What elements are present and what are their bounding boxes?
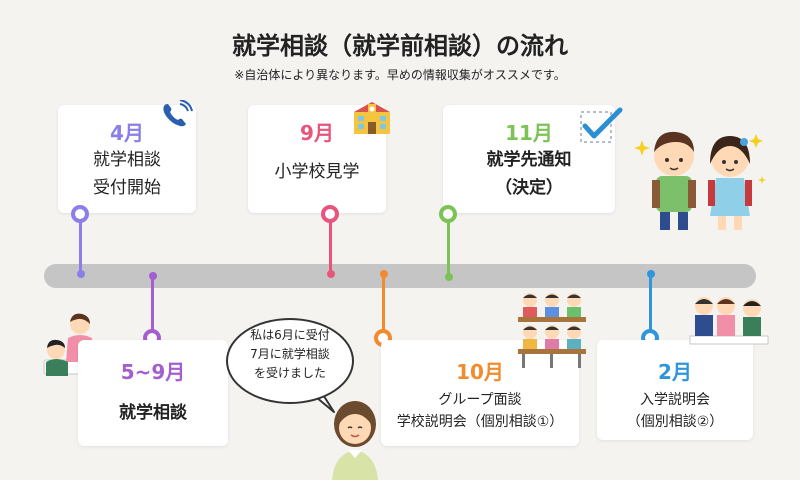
- children-icon: [634, 131, 766, 230]
- telephone-icon: [163, 100, 193, 127]
- card-month: 5~9月: [120, 360, 186, 384]
- checkmark-icon: [580, 107, 623, 143]
- timeline-dot: [445, 273, 453, 281]
- card-september: 9月 小学校見学: [248, 105, 386, 213]
- timeline-marker: [71, 205, 89, 223]
- timeline-marker: [321, 205, 339, 223]
- card-april: 4月 就学相談 受付開始: [58, 105, 196, 213]
- card-line: 就学相談: [119, 403, 187, 423]
- speech-line: 私は6月に受付: [250, 328, 330, 342]
- card-line: 学校説明会（個別相談①）: [396, 414, 564, 430]
- timeline-dot: [327, 270, 335, 278]
- parent-meeting-icon: [689, 297, 769, 345]
- timeline-bar: [44, 264, 756, 288]
- connector-line: [382, 274, 385, 332]
- page-note: ※自治体により異なります。早めの情報収集がオススメです。: [234, 68, 566, 82]
- timeline-dot: [77, 270, 85, 278]
- card-month: 9月: [300, 121, 334, 145]
- connector-line: [447, 215, 450, 277]
- card-line: 小学校見学: [274, 162, 360, 182]
- connector-line: [329, 215, 332, 272]
- card-october: 10月 グループ面談 学校説明会（個別相談①）: [381, 340, 579, 446]
- card-month: 11月: [505, 121, 553, 145]
- card-line: 受付開始: [93, 178, 161, 198]
- card-line: 入学説明会: [640, 392, 710, 408]
- card-may-september: 5~9月 就学相談: [78, 340, 228, 446]
- card-line: 就学先通知: [486, 150, 572, 170]
- page-title: 就学相談（就学前相談）の流れ: [232, 32, 568, 60]
- speech-line: 7月に就学相談: [250, 347, 330, 361]
- card-month: 4月: [110, 121, 144, 145]
- speech-line: を受けました: [253, 366, 326, 380]
- connector-line: [649, 274, 652, 332]
- timeline-marker: [439, 205, 457, 223]
- speech-bubble: 私は6月に受付 7月に就学相談 を受けました: [226, 318, 354, 404]
- card-month: 10月: [456, 360, 504, 384]
- card-line: グループ面談: [438, 392, 522, 408]
- card-line: （決定）: [495, 178, 563, 198]
- school-building-icon: [354, 102, 390, 134]
- card-line: （個別相談②）: [626, 414, 724, 430]
- classroom-icon: [518, 293, 586, 368]
- card-february: 2月 入学説明会 （個別相談②）: [597, 340, 753, 440]
- card-november: 11月 就学先通知 （決定）: [443, 105, 615, 213]
- connector-line: [151, 276, 154, 332]
- card-line: 就学相談: [93, 150, 161, 170]
- card-month: 2月: [658, 360, 692, 384]
- mother-icon: [332, 401, 378, 480]
- connector-line: [79, 215, 82, 272]
